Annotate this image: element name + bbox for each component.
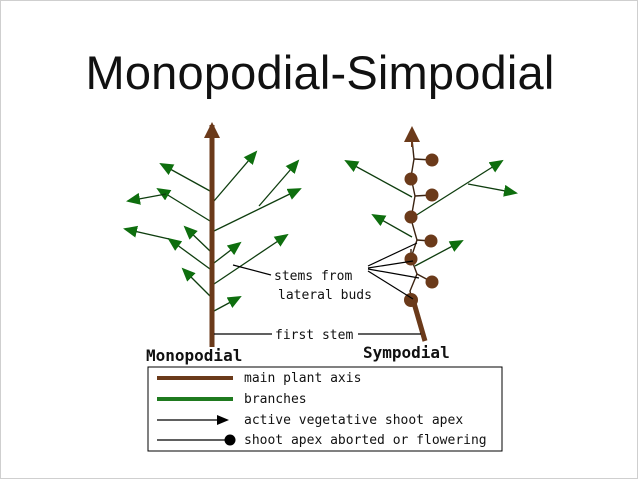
leader-stems-right-4 xyxy=(367,270,414,300)
flower-dot xyxy=(404,172,418,186)
branch-left-1 xyxy=(181,267,211,297)
monopodial-branches xyxy=(123,150,302,312)
legend-label-active-apex: active vegetative shoot apex xyxy=(244,413,463,428)
leader-stems-right-3 xyxy=(367,268,420,279)
flower-dot xyxy=(425,153,439,167)
leader-stems-right-1 xyxy=(367,242,418,267)
caption-monopodial: Monopodial xyxy=(146,346,242,365)
caption-sympodial: Sympodial xyxy=(363,343,450,362)
branch-left-6 xyxy=(126,192,167,205)
branch-left-lower xyxy=(371,214,413,238)
sympodial-branches xyxy=(344,159,518,267)
leader-stems-right-2 xyxy=(367,260,414,269)
leader-lines xyxy=(214,242,421,335)
legend-line-dot-icon xyxy=(224,434,236,446)
branch-left-7 xyxy=(159,163,211,192)
branch-left-5 xyxy=(156,187,211,222)
branch-left-2 xyxy=(167,237,211,270)
label-lateral-buds: lateral buds xyxy=(278,288,372,303)
sympodial-main-axis xyxy=(411,302,428,342)
label-stems-from: stems from xyxy=(274,269,352,284)
flower-dot xyxy=(404,252,418,266)
flower-dot xyxy=(425,275,439,289)
flower-dot xyxy=(404,293,418,307)
branch-left-upper xyxy=(344,160,413,198)
branch-right-4 xyxy=(213,188,302,232)
branch-right-1 xyxy=(213,296,242,312)
branch-right-5 xyxy=(258,159,300,207)
branch-right-6 xyxy=(213,150,258,202)
flower-dot xyxy=(404,210,418,224)
branch-right-upper xyxy=(414,159,504,217)
legend-box xyxy=(147,366,503,452)
slide-title: Monopodial-Simpodial xyxy=(85,46,555,99)
branch-left-4 xyxy=(183,225,211,252)
branch-right-2 xyxy=(213,233,289,285)
branch-right-3 xyxy=(213,241,242,264)
leader-stems-left xyxy=(232,264,272,276)
branch-left-3 xyxy=(123,225,170,240)
legend-label-aborted-apex: shoot apex aborted or flowering xyxy=(244,433,487,448)
branch-right-lower xyxy=(414,240,464,267)
sympodial-zigzag-axis xyxy=(409,138,418,305)
flower-dot xyxy=(424,234,438,248)
flower-dot xyxy=(425,188,439,202)
legend: main plant axis branches active vegetati… xyxy=(147,366,503,452)
label-first-stem: first stem xyxy=(275,328,353,343)
monopodial-plant xyxy=(123,122,302,347)
sympodial-plant xyxy=(344,126,518,342)
legend-label-main-axis: main plant axis xyxy=(244,371,361,386)
flower-dots xyxy=(404,153,439,307)
branch-right-upper-side xyxy=(467,183,518,197)
legend-label-branches: branches xyxy=(244,392,307,407)
